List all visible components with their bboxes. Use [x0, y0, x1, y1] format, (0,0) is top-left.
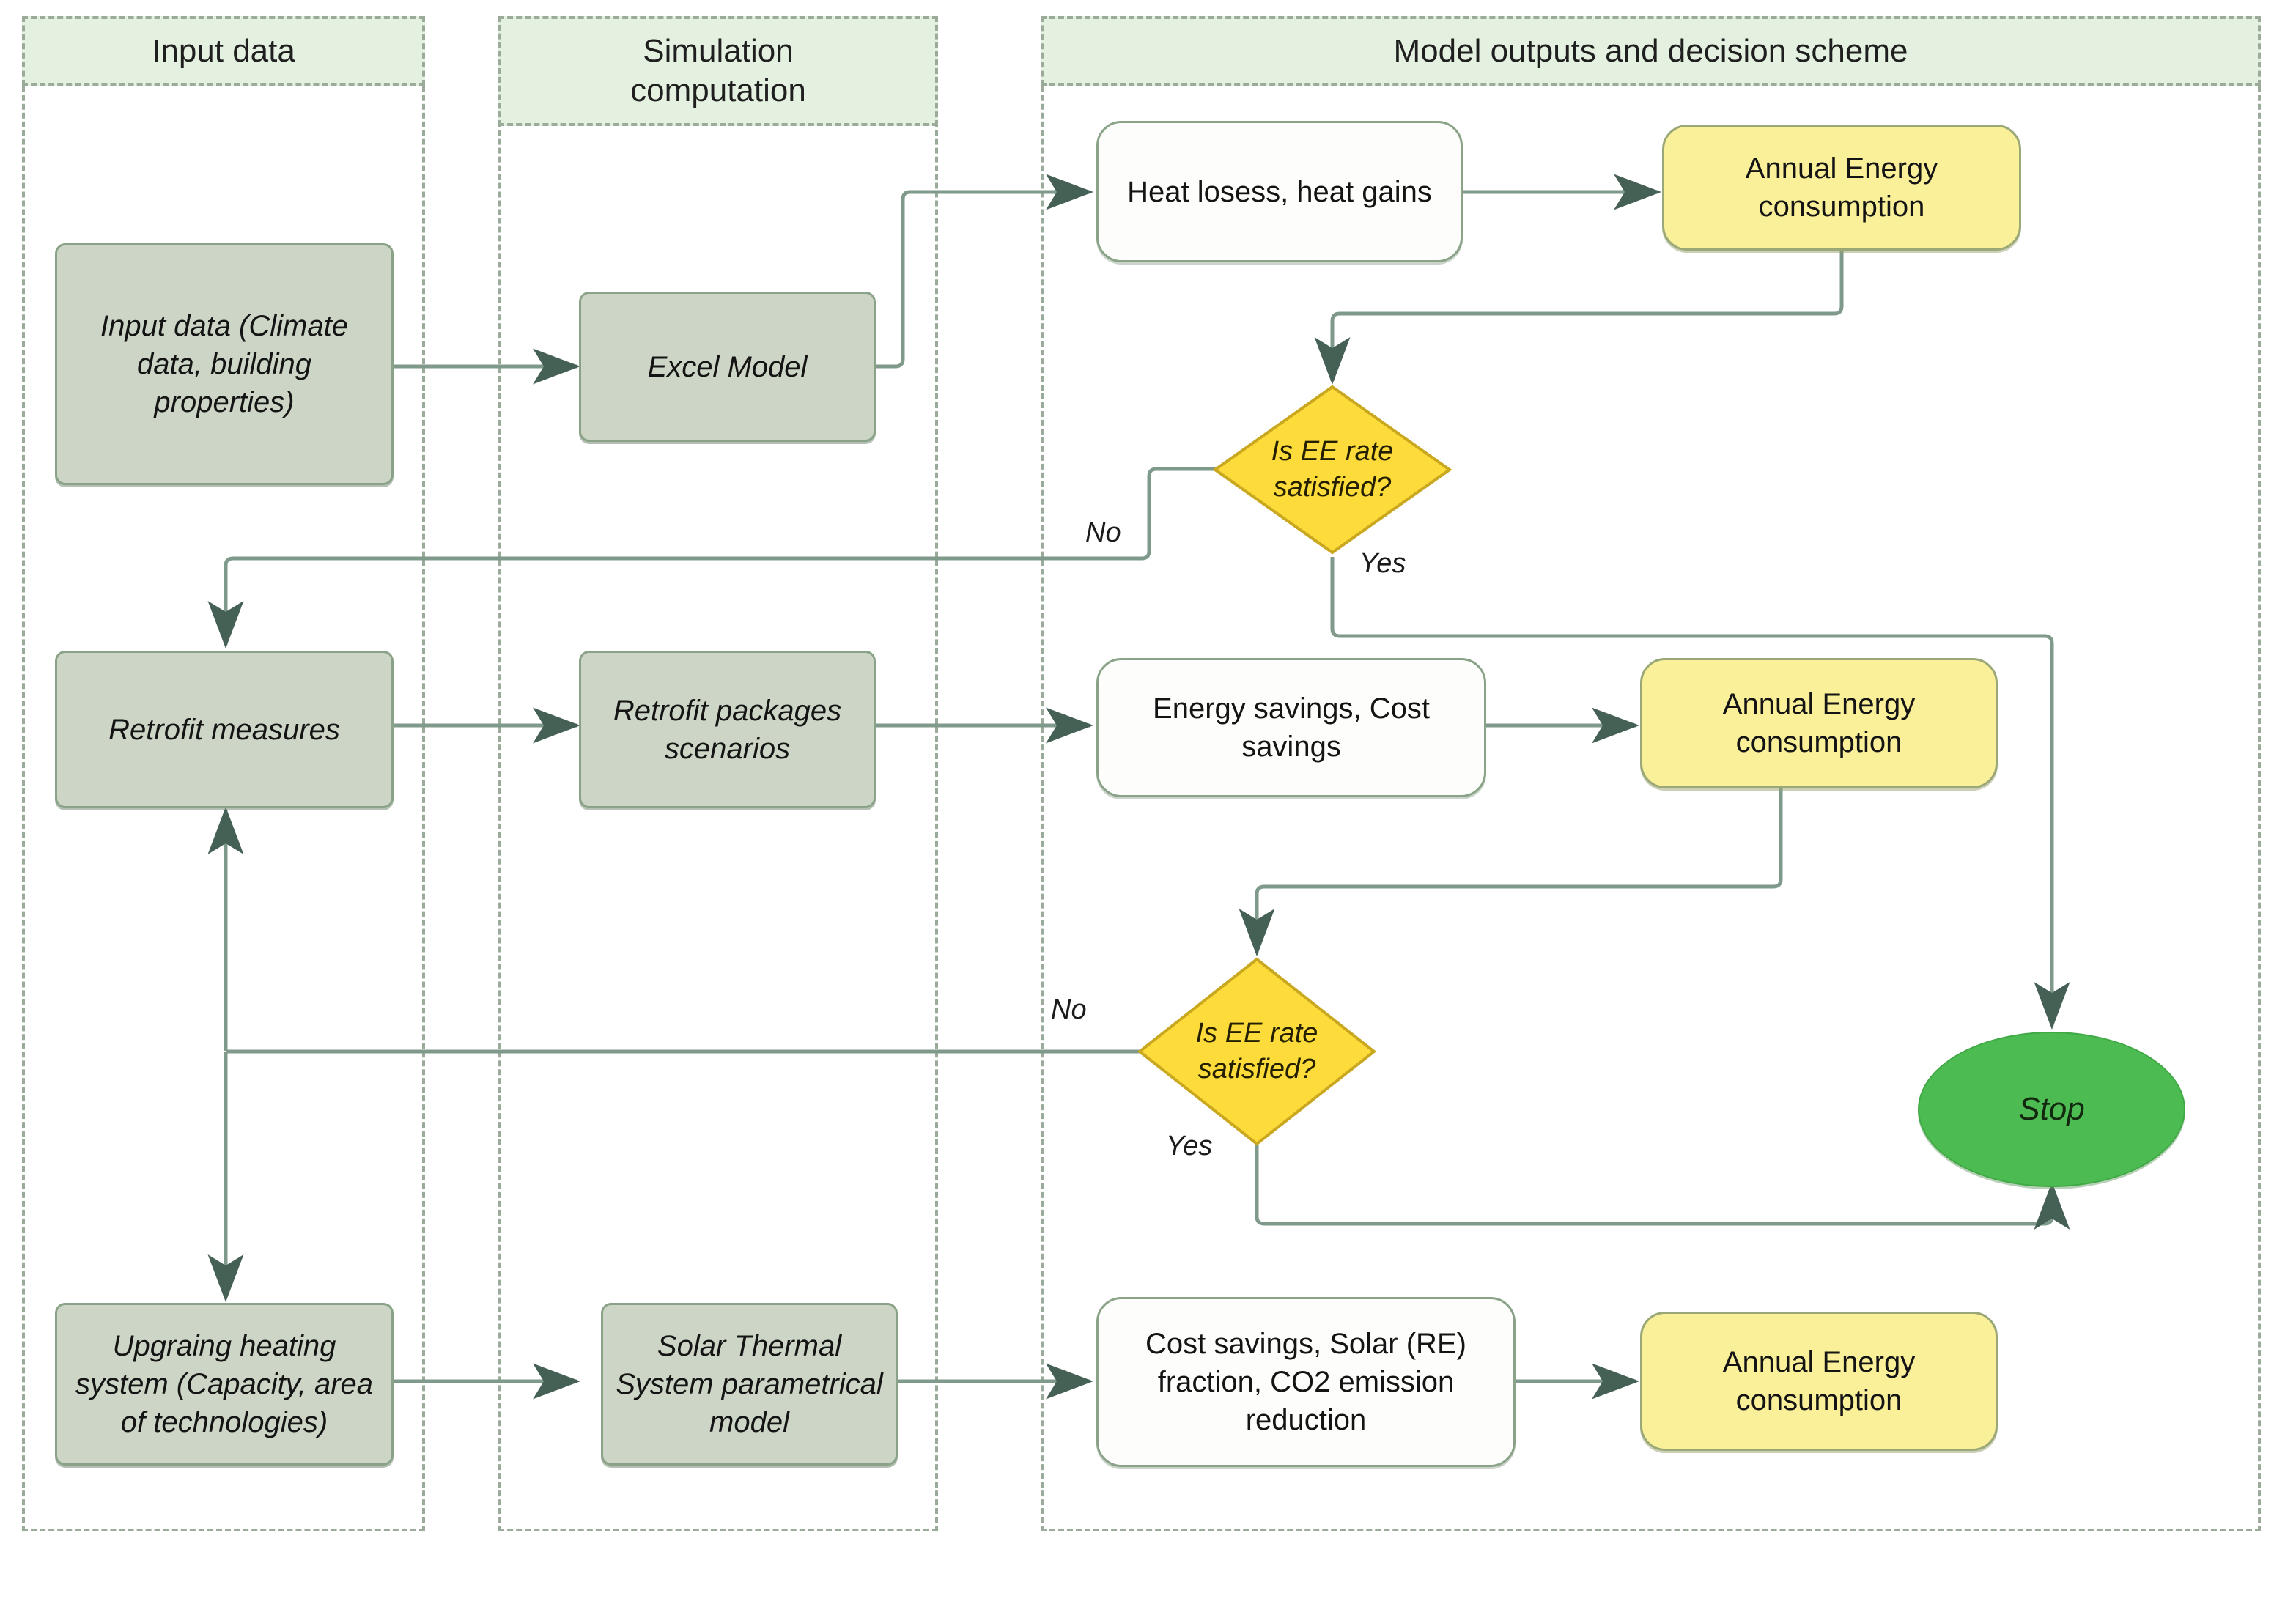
edge-excel-to-heatlosses: [876, 174, 1093, 369]
node-label-annual-energy-1: Annual Energy consumption: [1745, 152, 1938, 223]
node-retrofit-measures[interactable]: Retrofit measures: [55, 651, 394, 808]
edge-decision1-no-to-retrofit: [207, 467, 1217, 648]
node-label-retrofit-measures: Retrofit measures: [108, 713, 340, 746]
node-label-solar-thermal: Solar Thermal System parametrical model: [616, 1330, 883, 1438]
node-energy-savings[interactable]: Energy savings, Cost savings: [1096, 658, 1486, 797]
swimlane-header-simulation: Simulation computation: [498, 16, 938, 126]
node-annual-energy-1[interactable]: Annual Energy consumption: [1662, 125, 2021, 251]
node-upgrading-heating[interactable]: Upgraing heating system (Capacity, area …: [55, 1303, 394, 1466]
edge-decision2-yes-to-stop: [1255, 1143, 2070, 1230]
node-label-upgrading-heating: Upgraing heating system (Capacity, area …: [75, 1330, 374, 1438]
edge-label-decision2-no: No: [1051, 994, 1087, 1025]
swimlane-header-input-data: Input data: [22, 16, 425, 86]
edge-decision1-yes-to-stop: [1330, 557, 2070, 1030]
edge-label-decision1-no: No: [1085, 517, 1121, 548]
node-label-energy-savings: Energy savings, Cost savings: [1153, 692, 1430, 763]
edge-annual1-to-decision1: [1314, 248, 1844, 385]
node-label-excel-model: Excel Model: [647, 350, 808, 383]
swimlane-title-simulation: Simulation computation: [630, 33, 806, 108]
node-retrofit-packages[interactable]: Retrofit packages scenarios: [579, 651, 876, 808]
node-label-decision-1: Is EE rate satisfied?: [1271, 436, 1394, 503]
node-label-annual-energy-3: Annual Energy consumption: [1722, 1346, 1916, 1416]
edge-label-decision2-yes: Yes: [1166, 1131, 1213, 1161]
decision-diamond-shape: [1212, 385, 1452, 555]
node-stop[interactable]: Stop: [1918, 1032, 2185, 1187]
swimlane-title-input-data: Input data: [152, 32, 295, 69]
edge-label-decision1-yes: Yes: [1359, 548, 1406, 579]
edge-annual2-to-decision2: [1239, 786, 1783, 956]
node-decision-2[interactable]: Is EE rate satisfied?: [1137, 957, 1377, 1146]
node-label-heat-losses: Heat losess, heat gains: [1127, 175, 1432, 208]
node-solar-thermal[interactable]: Solar Thermal System parametrical model: [601, 1303, 898, 1466]
node-label-decision-2: Is EE rate satisfied?: [1195, 1018, 1318, 1084]
decision-diamond-shape: [1137, 957, 1377, 1146]
node-label-input-data: Input data (Climate data, building prope…: [100, 310, 348, 418]
node-heat-losses[interactable]: Heat losess, heat gains: [1096, 121, 1463, 262]
swimlane-header-model-outputs: Model outputs and decision scheme: [1041, 16, 2261, 86]
node-excel-model[interactable]: Excel Model: [579, 292, 876, 442]
node-label-cost-savings: Cost savings, Solar (RE) fraction, CO2 e…: [1145, 1328, 1466, 1436]
node-annual-energy-3[interactable]: Annual Energy consumption: [1640, 1312, 1998, 1451]
node-decision-1[interactable]: Is EE rate satisfied?: [1212, 385, 1452, 555]
node-input-data[interactable]: Input data (Climate data, building prope…: [55, 243, 394, 485]
node-label-annual-energy-2: Annual Energy consumption: [1722, 688, 1916, 758]
node-annual-energy-2[interactable]: Annual Energy consumption: [1640, 658, 1998, 788]
node-cost-savings[interactable]: Cost savings, Solar (RE) fraction, CO2 e…: [1096, 1297, 1516, 1467]
swimlane-title-model-outputs: Model outputs and decision scheme: [1393, 32, 1908, 69]
node-label-stop: Stop: [2018, 1091, 2085, 1128]
node-label-retrofit-packages: Retrofit packages scenarios: [613, 694, 842, 765]
